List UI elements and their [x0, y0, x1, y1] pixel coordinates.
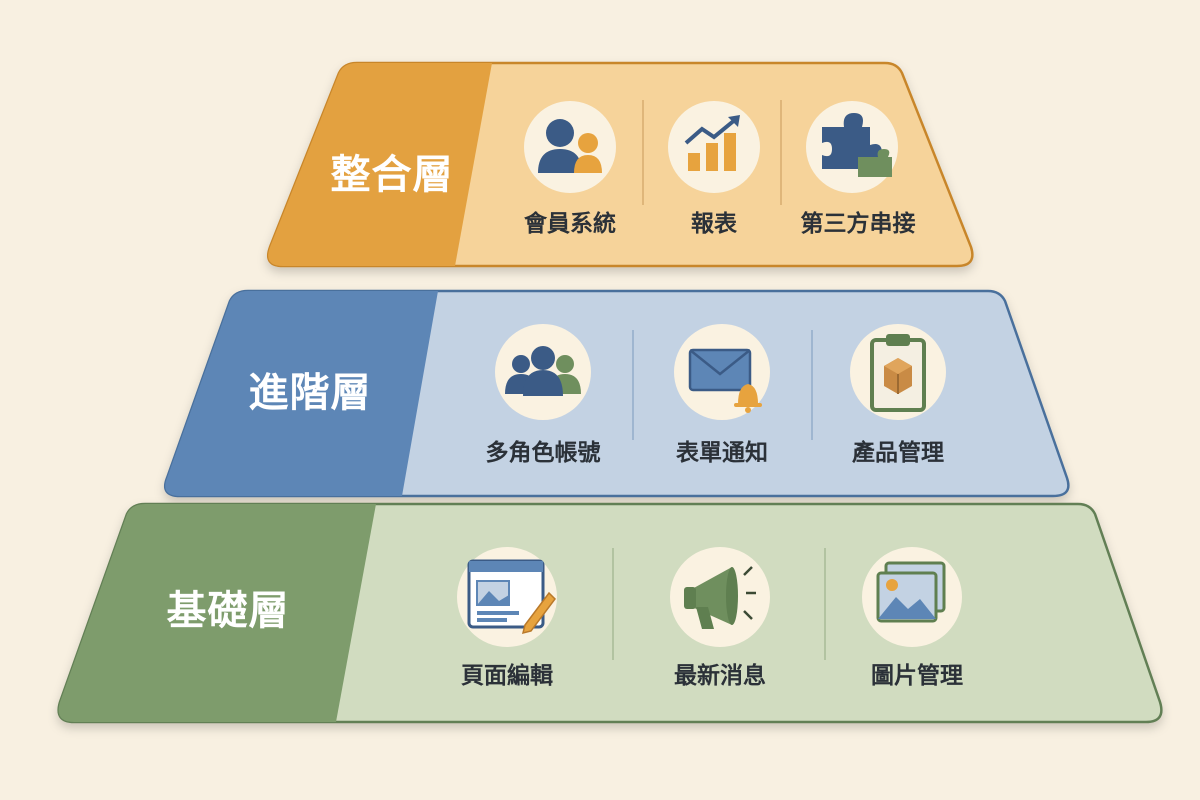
clipboard-box-icon [850, 324, 946, 420]
item-label: 多角色帳號 [486, 439, 601, 466]
members-icon [524, 101, 616, 193]
tier-foundation: 基礎層 頁面編輯 [57, 502, 1163, 724]
tier-advanced-title-panel [165, 291, 438, 496]
item-label: 最新消息 [674, 662, 766, 689]
page-edit-icon [457, 547, 557, 647]
item-label: 產品管理 [852, 439, 944, 466]
item-label: 圖片管理 [871, 662, 963, 689]
item-label: 會員系統 [523, 210, 616, 237]
tier-foundation-title-panel [58, 504, 376, 722]
tier-integration: 整合層 會員系統 報表 [266, 61, 974, 268]
tier-advanced-title: 進階層 [249, 370, 372, 416]
item-label: 第三方串接 [801, 210, 916, 237]
tier-advanced: 進階層 多角色帳號 表單 [163, 289, 1070, 498]
item-label: 報表 [691, 210, 738, 237]
item-label: 頁面編輯 [461, 662, 553, 689]
item-label: 表單通知 [676, 439, 768, 466]
mail-bell-icon [674, 324, 770, 420]
image-gallery-icon [862, 547, 962, 647]
multi-role-icon [495, 324, 591, 420]
tier-foundation-title: 基礎層 [167, 588, 290, 634]
puzzle-icon [806, 101, 898, 193]
tier-integration-title-panel [268, 63, 492, 266]
chart-icon [668, 101, 760, 193]
tier-integration-title: 整合層 [331, 152, 454, 198]
megaphone-icon [670, 547, 770, 647]
